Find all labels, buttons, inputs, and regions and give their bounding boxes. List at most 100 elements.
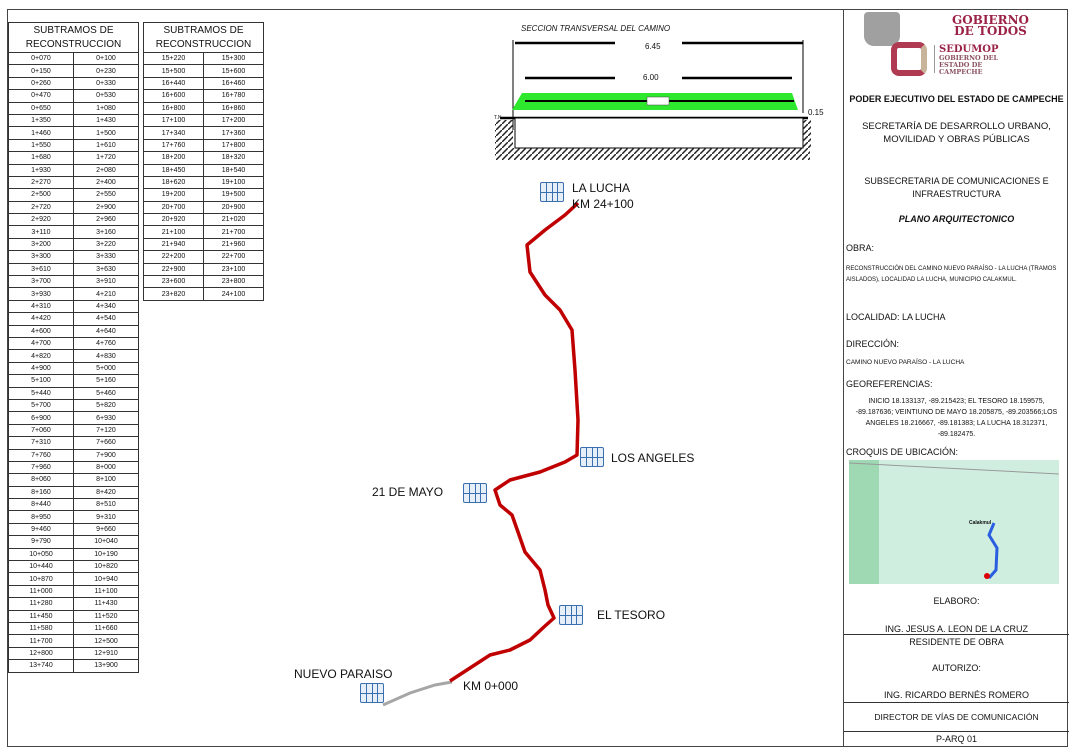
subtramo-end: 10+040 — [72, 535, 140, 549]
elaboro-cargo: RESIDENTE DE OBRA — [909, 637, 1004, 647]
map-label-calakmul: Calakmul — [969, 520, 992, 526]
subtramo-end: 21+020 — [202, 213, 265, 227]
subtramo-end: 12+910 — [72, 646, 140, 661]
direccion-text: CAMINO NUEVO PARAÍSO - LA LUCHA — [846, 359, 965, 366]
subtramo-end: 24+100 — [202, 287, 265, 301]
location-sketch-map: Calakmul — [849, 460, 1059, 584]
subtramo-end: 21+700 — [202, 225, 265, 239]
subtramo-end: 3+220 — [72, 237, 140, 252]
subtramo-end: 17+800 — [202, 138, 265, 153]
autorizo-label: AUTORIZO: — [932, 663, 981, 673]
subtramo-end: 2+080 — [72, 163, 140, 177]
subtramo-end: 9+660 — [72, 522, 140, 537]
subtramo-start: 17+340 — [143, 126, 204, 140]
subtramo-end: 18+540 — [202, 163, 265, 177]
label-km-start: KM 0+000 — [463, 679, 519, 693]
dimension-6-45 — [512, 40, 804, 130]
subtramo-end: 9+310 — [72, 510, 140, 524]
subtramo-end: 2+550 — [72, 188, 140, 202]
subtramo-end: 11+430 — [72, 597, 140, 611]
existing-road — [382, 680, 453, 707]
location-marker-la-lucha — [540, 182, 564, 202]
label-la-lucha: LA LUCHA — [572, 181, 631, 195]
subtramo-start: 21+100 — [143, 225, 204, 239]
subtramo-end: 19+500 — [202, 188, 265, 202]
location-marker-nuevo-paraiso — [360, 683, 384, 703]
table-header: SUBTRAMOS DE RECONSTRUCCION — [143, 22, 264, 53]
obra-label: OBRA: — [846, 243, 875, 253]
sedumop-logo-icon — [891, 42, 927, 76]
georeferencias-label: GEOREFERENCIAS: — [846, 379, 933, 389]
autorizo-cargo: DIRECTOR DE VÍAS DE COMUNICACIÓN — [874, 712, 1039, 722]
section-title: SECCION TRANSVERSAL DEL CAMINO — [521, 24, 671, 33]
subtramo-start: 9+460 — [8, 522, 74, 537]
autorizo-name: ING. RICARDO BERNÉS ROMERO — [883, 690, 1029, 700]
subtramo-end: 1+610 — [72, 138, 140, 153]
subtramo-start: 11+280 — [8, 597, 74, 611]
subtramo-start: 10+440 — [8, 559, 74, 574]
subtramo-end: 1+720 — [72, 151, 140, 165]
subtramo-end: 11+660 — [72, 621, 140, 636]
subtramo-end: 11+100 — [72, 584, 140, 599]
subtramo-start: 21+940 — [143, 237, 204, 252]
label-km-end: KM 24+100 — [572, 197, 634, 211]
state-seal-logo — [864, 12, 900, 46]
location-marker-el-tesoro — [559, 605, 583, 625]
subtramo-end: 11+520 — [72, 609, 140, 623]
subtramo-end: 17+360 — [202, 126, 265, 140]
route-map — [382, 201, 580, 707]
subtramo-end: 19+100 — [202, 175, 265, 190]
plano-title: PLANO ARQUITECTONICO — [898, 214, 1015, 224]
subsecretaria: SUBSECRETARIA DE COMUNICACIONES E INFRAE… — [864, 176, 1049, 199]
subtramo-end: 20+900 — [202, 200, 265, 215]
subtramo-end: 13+900 — [72, 659, 140, 673]
subtramo-start: 2+720 — [8, 200, 74, 215]
direccion-label: DIRECCIÓN: — [846, 339, 900, 349]
subtramo-start: 10+870 — [8, 572, 74, 586]
obra-text: RECONSTRUCCIÓN DEL CAMINO NUEVO PARAÍSO … — [846, 266, 1057, 283]
poder-ejecutivo: PODER EJECUTIVO DEL ESTADO DE CAMPECHE — [849, 94, 1064, 104]
cross-section: 6.45 — [495, 40, 811, 160]
subtramo-end: 10+820 — [72, 559, 140, 574]
subtramo-end: 1+500 — [72, 126, 140, 140]
